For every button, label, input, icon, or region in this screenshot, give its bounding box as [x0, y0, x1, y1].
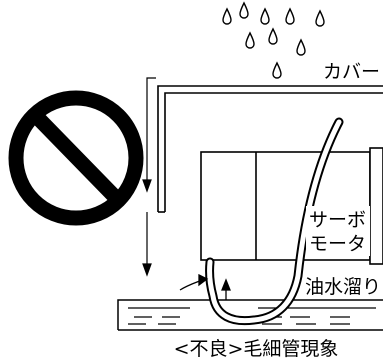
cover: [157, 85, 383, 213]
cover-label: カバー: [323, 61, 380, 83]
motor-cable: [205, 117, 344, 326]
water-droplet-icon: [260, 7, 270, 25]
prohibition-icon: [8, 90, 144, 226]
water-droplet-icon: [296, 38, 306, 56]
water-droplet-icon: [239, 1, 249, 19]
water-droplet-icon: [222, 7, 232, 25]
water-droplet-icon: [285, 7, 295, 25]
caption: <不良>毛細管現象: [174, 338, 339, 360]
water-droplet-icon: [268, 27, 278, 45]
servo-motor-label-line1: サーボ: [309, 209, 366, 231]
servo-label-bg: [306, 206, 370, 256]
oil-water-pool-label: 油水溜り: [305, 276, 381, 298]
servo-motor-label-line2: モータ: [309, 233, 366, 255]
water-droplets: [222, 1, 325, 79]
water-flow-arrows: [142, 77, 156, 277]
water-droplet-icon: [315, 9, 325, 27]
water-droplet-icon: [245, 31, 255, 49]
capillary-arrows: [179, 273, 231, 300]
cover-label-bg: [312, 60, 383, 84]
water-droplet-icon: [272, 61, 282, 79]
oil-water-pool: [117, 299, 383, 331]
